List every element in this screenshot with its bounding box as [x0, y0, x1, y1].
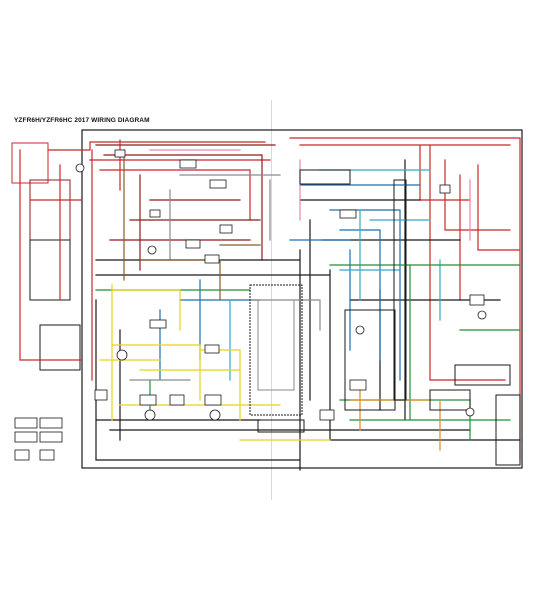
- wire-brown: [123, 149, 261, 301]
- lamp-2: [147, 245, 157, 255]
- wire-darkred: [95, 144, 276, 271]
- connector-17: [319, 409, 335, 421]
- legend-box-4: [39, 431, 63, 443]
- connector-2: [179, 159, 197, 169]
- connector-7: [219, 224, 233, 234]
- diagram-title: YZFR6H/YZFR6HC 2017 WIRING DIAGRAM: [14, 117, 150, 124]
- connector-symbols: [94, 149, 485, 421]
- sensor-1: [116, 349, 128, 361]
- ecu-block: [249, 284, 305, 433]
- lamp-1: [75, 163, 85, 173]
- fuse-box-upper: [29, 179, 71, 241]
- wire-red-right: [289, 137, 521, 461]
- connector-6: [204, 254, 220, 264]
- relay-connector: [454, 364, 511, 386]
- left-component-stack: [11, 142, 81, 371]
- connector-1: [114, 149, 126, 158]
- circular-components: [75, 163, 487, 421]
- wire-cyan: [229, 169, 441, 381]
- wire-yellow: [99, 284, 331, 441]
- legend-box-6: [39, 449, 55, 461]
- relay-block: [29, 239, 71, 301]
- connector-3: [209, 179, 227, 189]
- right-harness-columns: [299, 169, 521, 466]
- connector-16: [349, 379, 367, 391]
- connector-14: [439, 184, 451, 194]
- connector-11: [169, 394, 185, 406]
- sensor-2: [144, 409, 156, 421]
- harness-column-a: [393, 179, 407, 401]
- legend-box-1: [14, 417, 38, 429]
- connector-8: [149, 319, 167, 329]
- connector-4: [149, 209, 161, 218]
- ecu-inner: [257, 299, 295, 391]
- diagram-frame: [81, 129, 523, 469]
- lamp-3: [477, 310, 487, 320]
- legend: [14, 417, 63, 461]
- connector-13: [339, 209, 357, 219]
- sensor-connector: [429, 389, 471, 411]
- wire-harness: [19, 137, 521, 471]
- ecu-connector-bottom: [257, 419, 305, 433]
- connector-9: [204, 344, 220, 354]
- legend-box-5: [14, 449, 30, 461]
- legend-box-2: [39, 417, 63, 429]
- connector-10: [139, 394, 157, 406]
- sensor-4: [355, 325, 365, 335]
- legend-box-3: [14, 431, 38, 443]
- right-lower-box: [495, 394, 521, 466]
- connector-15: [469, 294, 485, 306]
- sensor-3: [209, 409, 221, 421]
- ecu-outline: [249, 284, 303, 416]
- connector-5: [185, 239, 201, 249]
- meter-connector: [299, 169, 351, 185]
- fuse-box-top: [11, 142, 49, 184]
- lamp-4: [465, 407, 475, 417]
- connector-18: [94, 389, 108, 401]
- harness-column-b: [344, 309, 396, 411]
- connector-12: [204, 394, 222, 406]
- wire-gray: [129, 174, 321, 381]
- wire-blue: [159, 184, 421, 381]
- fuse-panel-lower: [39, 324, 81, 371]
